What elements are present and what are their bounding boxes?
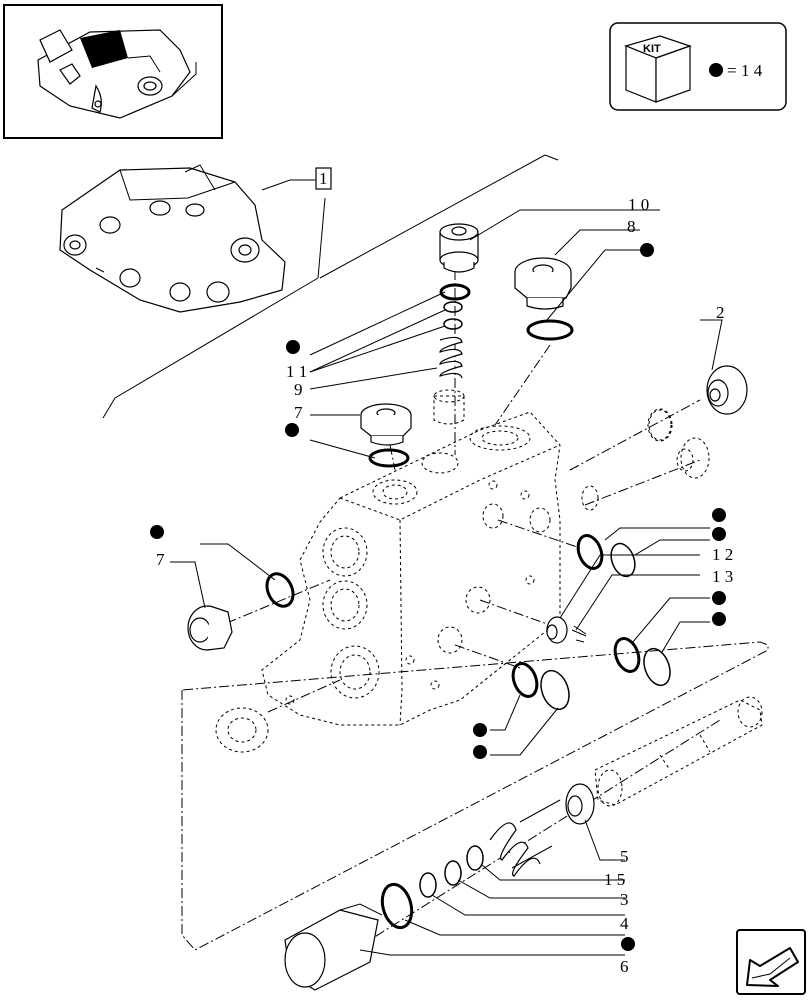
part-8-plug[interactable]	[514, 257, 572, 310]
kit-bullet-icon	[150, 525, 164, 539]
kit-cube-icon: KIT	[624, 35, 692, 103]
nav-arrow-button[interactable]	[736, 929, 806, 995]
part-15-washer[interactable]	[466, 845, 484, 871]
part-7-o-ring-left[interactable]	[262, 570, 298, 611]
kit-bullet-icon	[712, 591, 726, 605]
part-2-plug[interactable]	[706, 365, 748, 415]
kit-bullet-icon	[621, 937, 635, 951]
kit-bullet-icon	[285, 423, 299, 437]
thumbnail-valve-image	[37, 29, 197, 119]
kit-bullet-icon	[286, 340, 300, 354]
callout-9: 9	[294, 380, 303, 399]
part-3-washer[interactable]	[444, 860, 462, 886]
callout-7-left: 7	[156, 550, 165, 569]
arrow-back-icon	[746, 947, 799, 987]
part-4-washer[interactable]	[419, 872, 437, 898]
section-line-mid	[317, 197, 326, 279]
part-6-o-ring[interactable]	[378, 881, 416, 931]
callout-labels: 1 0 8 2 1 1 9 7 7 1 2 1 3 5 1 5 3 4 6	[156, 195, 733, 976]
part-7-o-ring-top[interactable]	[368, 448, 410, 468]
part-11-washer-a[interactable]	[443, 301, 463, 313]
callout-6: 6	[620, 957, 629, 976]
section-line-top-tick	[544, 154, 559, 161]
reference-box-label: 1	[319, 169, 328, 188]
kit-bullet-icon	[473, 723, 487, 737]
callout-12: 1 2	[712, 545, 733, 564]
o-ring-bottom-a[interactable]	[509, 660, 541, 699]
callout-10: 1 0	[628, 195, 649, 214]
thumbnail-frame[interactable]	[3, 4, 223, 139]
part-13-spring[interactable]	[571, 625, 587, 643]
part-9-spring[interactable]	[439, 336, 463, 379]
callout-7-top: 7	[294, 403, 303, 422]
callout-5: 5	[620, 847, 629, 866]
valve-body	[215, 408, 673, 753]
reference-leader	[261, 179, 316, 191]
callout-2: 2	[716, 303, 725, 322]
part-11-washer-b[interactable]	[443, 318, 463, 330]
part-7-plug-top[interactable]	[360, 403, 412, 446]
reference-valve-image	[59, 164, 286, 313]
callout-11: 1 1	[286, 362, 307, 381]
part-15-spring[interactable]	[489, 799, 561, 877]
part-9-plunger[interactable]	[433, 389, 465, 425]
section-line-bottom	[102, 277, 319, 419]
callout-15: 1 5	[604, 870, 625, 889]
kit-markers	[150, 243, 726, 951]
callout-13: 1 3	[712, 567, 733, 586]
part-8-o-ring[interactable]	[526, 319, 574, 341]
callout-8: 8	[627, 217, 636, 236]
backup-ring-right-a[interactable]	[607, 540, 639, 579]
part-2-seal-dotted	[648, 409, 672, 441]
leader-lines	[170, 209, 723, 956]
kit-bullet-icon	[712, 508, 726, 522]
o-ring-right-b[interactable]	[611, 635, 643, 674]
kit-equals: =	[727, 61, 737, 80]
reference-box: 1	[315, 167, 332, 190]
callout-3: 3	[620, 890, 629, 909]
part-10-plug[interactable]	[439, 223, 479, 273]
kit-badge-label: KIT	[643, 43, 661, 55]
section-line-top	[319, 154, 546, 279]
kit-legend-box: KIT = 1 4	[609, 22, 787, 111]
kit-bullet-icon	[640, 243, 654, 257]
kit-bullet-icon	[712, 612, 726, 626]
backup-ring-right-b[interactable]	[639, 645, 675, 689]
part-6-end-cap[interactable]	[284, 903, 383, 991]
spool-dotted	[594, 696, 763, 807]
part-12-piston[interactable]	[546, 616, 568, 644]
backup-ring-bottom-a[interactable]	[536, 667, 574, 713]
kit-bullet-icon	[709, 63, 723, 77]
callout-4: 4	[620, 914, 629, 933]
kit-bullet-icon	[473, 745, 487, 759]
kit-bullet-icon	[712, 527, 726, 541]
part-10-o-ring[interactable]	[439, 283, 471, 301]
part-5-cap[interactable]	[565, 783, 595, 825]
spool-enclosure	[181, 641, 769, 951]
o-ring-right-a[interactable]	[574, 532, 606, 571]
dotted-plug-right	[569, 437, 710, 511]
kit-count: 1 4	[741, 61, 763, 80]
part-7-plug-left[interactable]	[187, 605, 233, 651]
